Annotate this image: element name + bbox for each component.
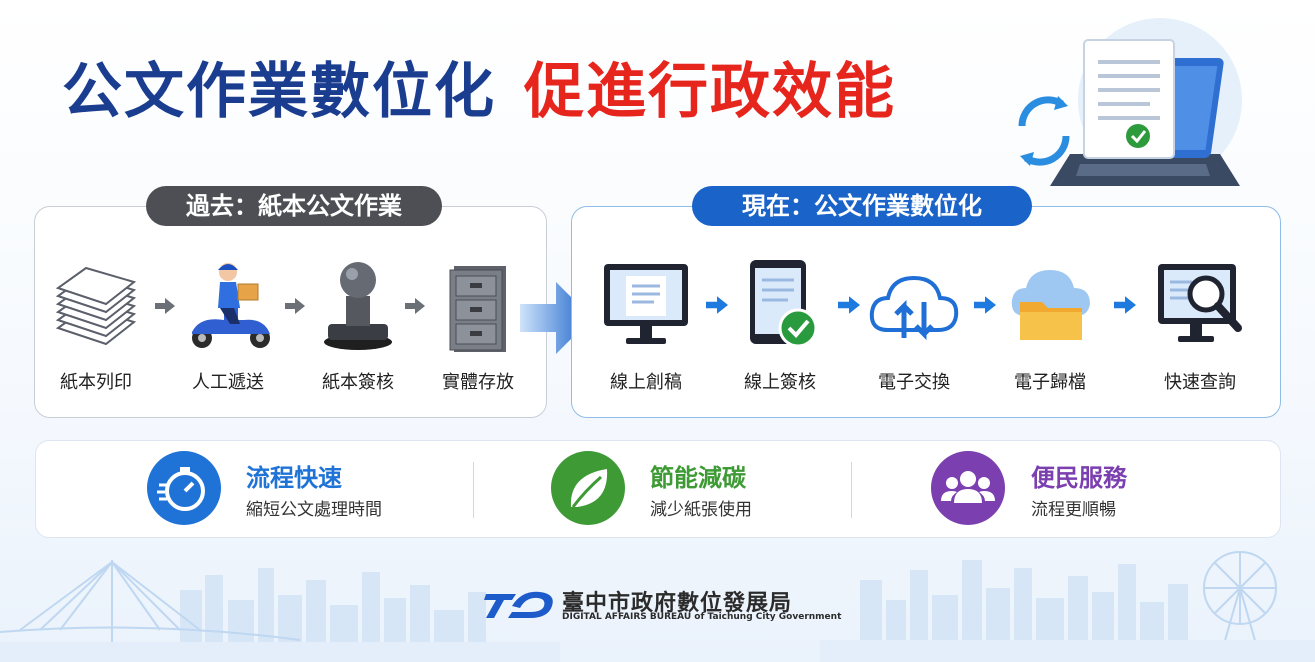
benefit-eco-title: 節能減碳 bbox=[650, 464, 746, 492]
step-quick-search: 快速查詢 bbox=[1140, 258, 1260, 394]
leaf-icon bbox=[570, 469, 608, 508]
step-label: 實體存放 bbox=[442, 372, 514, 393]
arrow-right-icon bbox=[706, 296, 728, 314]
benefit-speed-badge bbox=[147, 451, 221, 525]
arrow-right-icon bbox=[1114, 296, 1136, 314]
filing-cabinet-icon bbox=[449, 266, 506, 352]
step-physical-storage: 實體存放 bbox=[418, 258, 538, 394]
step-label: 線上簽核 bbox=[744, 372, 816, 393]
laptop-document-icon bbox=[1018, 18, 1242, 186]
step-label: 快速查詢 bbox=[1164, 372, 1236, 393]
tcg-logo-icon bbox=[484, 591, 553, 618]
step-online-draft: 線上創稿 bbox=[586, 258, 706, 394]
arrow-right-icon bbox=[155, 298, 175, 314]
step-manual-delivery: 人工遞送 bbox=[168, 258, 288, 394]
step-label: 紙本簽核 bbox=[322, 372, 394, 393]
arrow-right-icon bbox=[285, 298, 305, 314]
benefit-eco-badge bbox=[551, 451, 625, 525]
current-process-label: 現在：公文作業數位化 bbox=[692, 186, 1032, 226]
step-label: 電子交換 bbox=[878, 372, 950, 393]
divider bbox=[851, 462, 852, 518]
title-part-2: 促進行政效能 bbox=[524, 57, 896, 127]
city-skyline-right bbox=[820, 551, 1315, 662]
step-electronic-archive: 電子歸檔 bbox=[990, 258, 1110, 394]
benefit-speed-title: 流程快速 bbox=[246, 464, 342, 492]
tablet-check-icon bbox=[750, 260, 818, 348]
step-label: 電子歸檔 bbox=[1014, 372, 1086, 393]
step-label: 人工遞送 bbox=[192, 372, 264, 393]
arrow-right-icon bbox=[838, 296, 860, 314]
benefit-service-badge bbox=[931, 451, 1005, 525]
title-part-1: 公文作業數位化 bbox=[62, 57, 496, 127]
cloud-exchange-icon bbox=[869, 275, 959, 341]
page-title: 公文作業數位化促進行政效能 bbox=[62, 52, 896, 132]
step-online-signoff: 線上簽核 bbox=[720, 258, 840, 394]
arrow-right-icon bbox=[974, 296, 996, 314]
rubber-stamp-icon bbox=[324, 262, 392, 350]
step-label: 紙本列印 bbox=[60, 372, 132, 393]
cloud-folder-icon bbox=[1011, 270, 1090, 340]
step-paper-signoff: 紙本簽核 bbox=[298, 258, 418, 394]
stopwatch-icon bbox=[157, 467, 205, 511]
people-icon bbox=[941, 471, 995, 503]
step-label: 線上創稿 bbox=[610, 372, 682, 393]
past-process-label: 過去：紙本公文作業 bbox=[146, 186, 442, 226]
benefit-eco-subtitle: 減少紙張使用 bbox=[650, 500, 752, 520]
city-skyline-left bbox=[0, 560, 560, 662]
paper-stack-icon bbox=[55, 266, 137, 346]
arrow-right-icon bbox=[405, 298, 425, 314]
step-paper-print: 紙本列印 bbox=[36, 258, 156, 394]
benefit-service-title: 便民服務 bbox=[1031, 464, 1127, 492]
benefit-speed-subtitle: 縮短公文處理時間 bbox=[246, 500, 382, 520]
org-name-en: DIGITAL AFFAIRS BUREAU of Taichung City … bbox=[562, 612, 842, 622]
step-electronic-exchange: 電子交換 bbox=[854, 258, 974, 394]
org-name: 臺中市政府數位發展局 bbox=[562, 591, 793, 616]
monitor-document-icon bbox=[604, 264, 688, 344]
benefit-service-subtitle: 流程更順暢 bbox=[1031, 500, 1116, 520]
courier-scooter-icon bbox=[192, 263, 270, 348]
benefits-bar bbox=[35, 440, 1281, 538]
divider bbox=[473, 462, 474, 518]
monitor-search-icon bbox=[1158, 264, 1242, 342]
